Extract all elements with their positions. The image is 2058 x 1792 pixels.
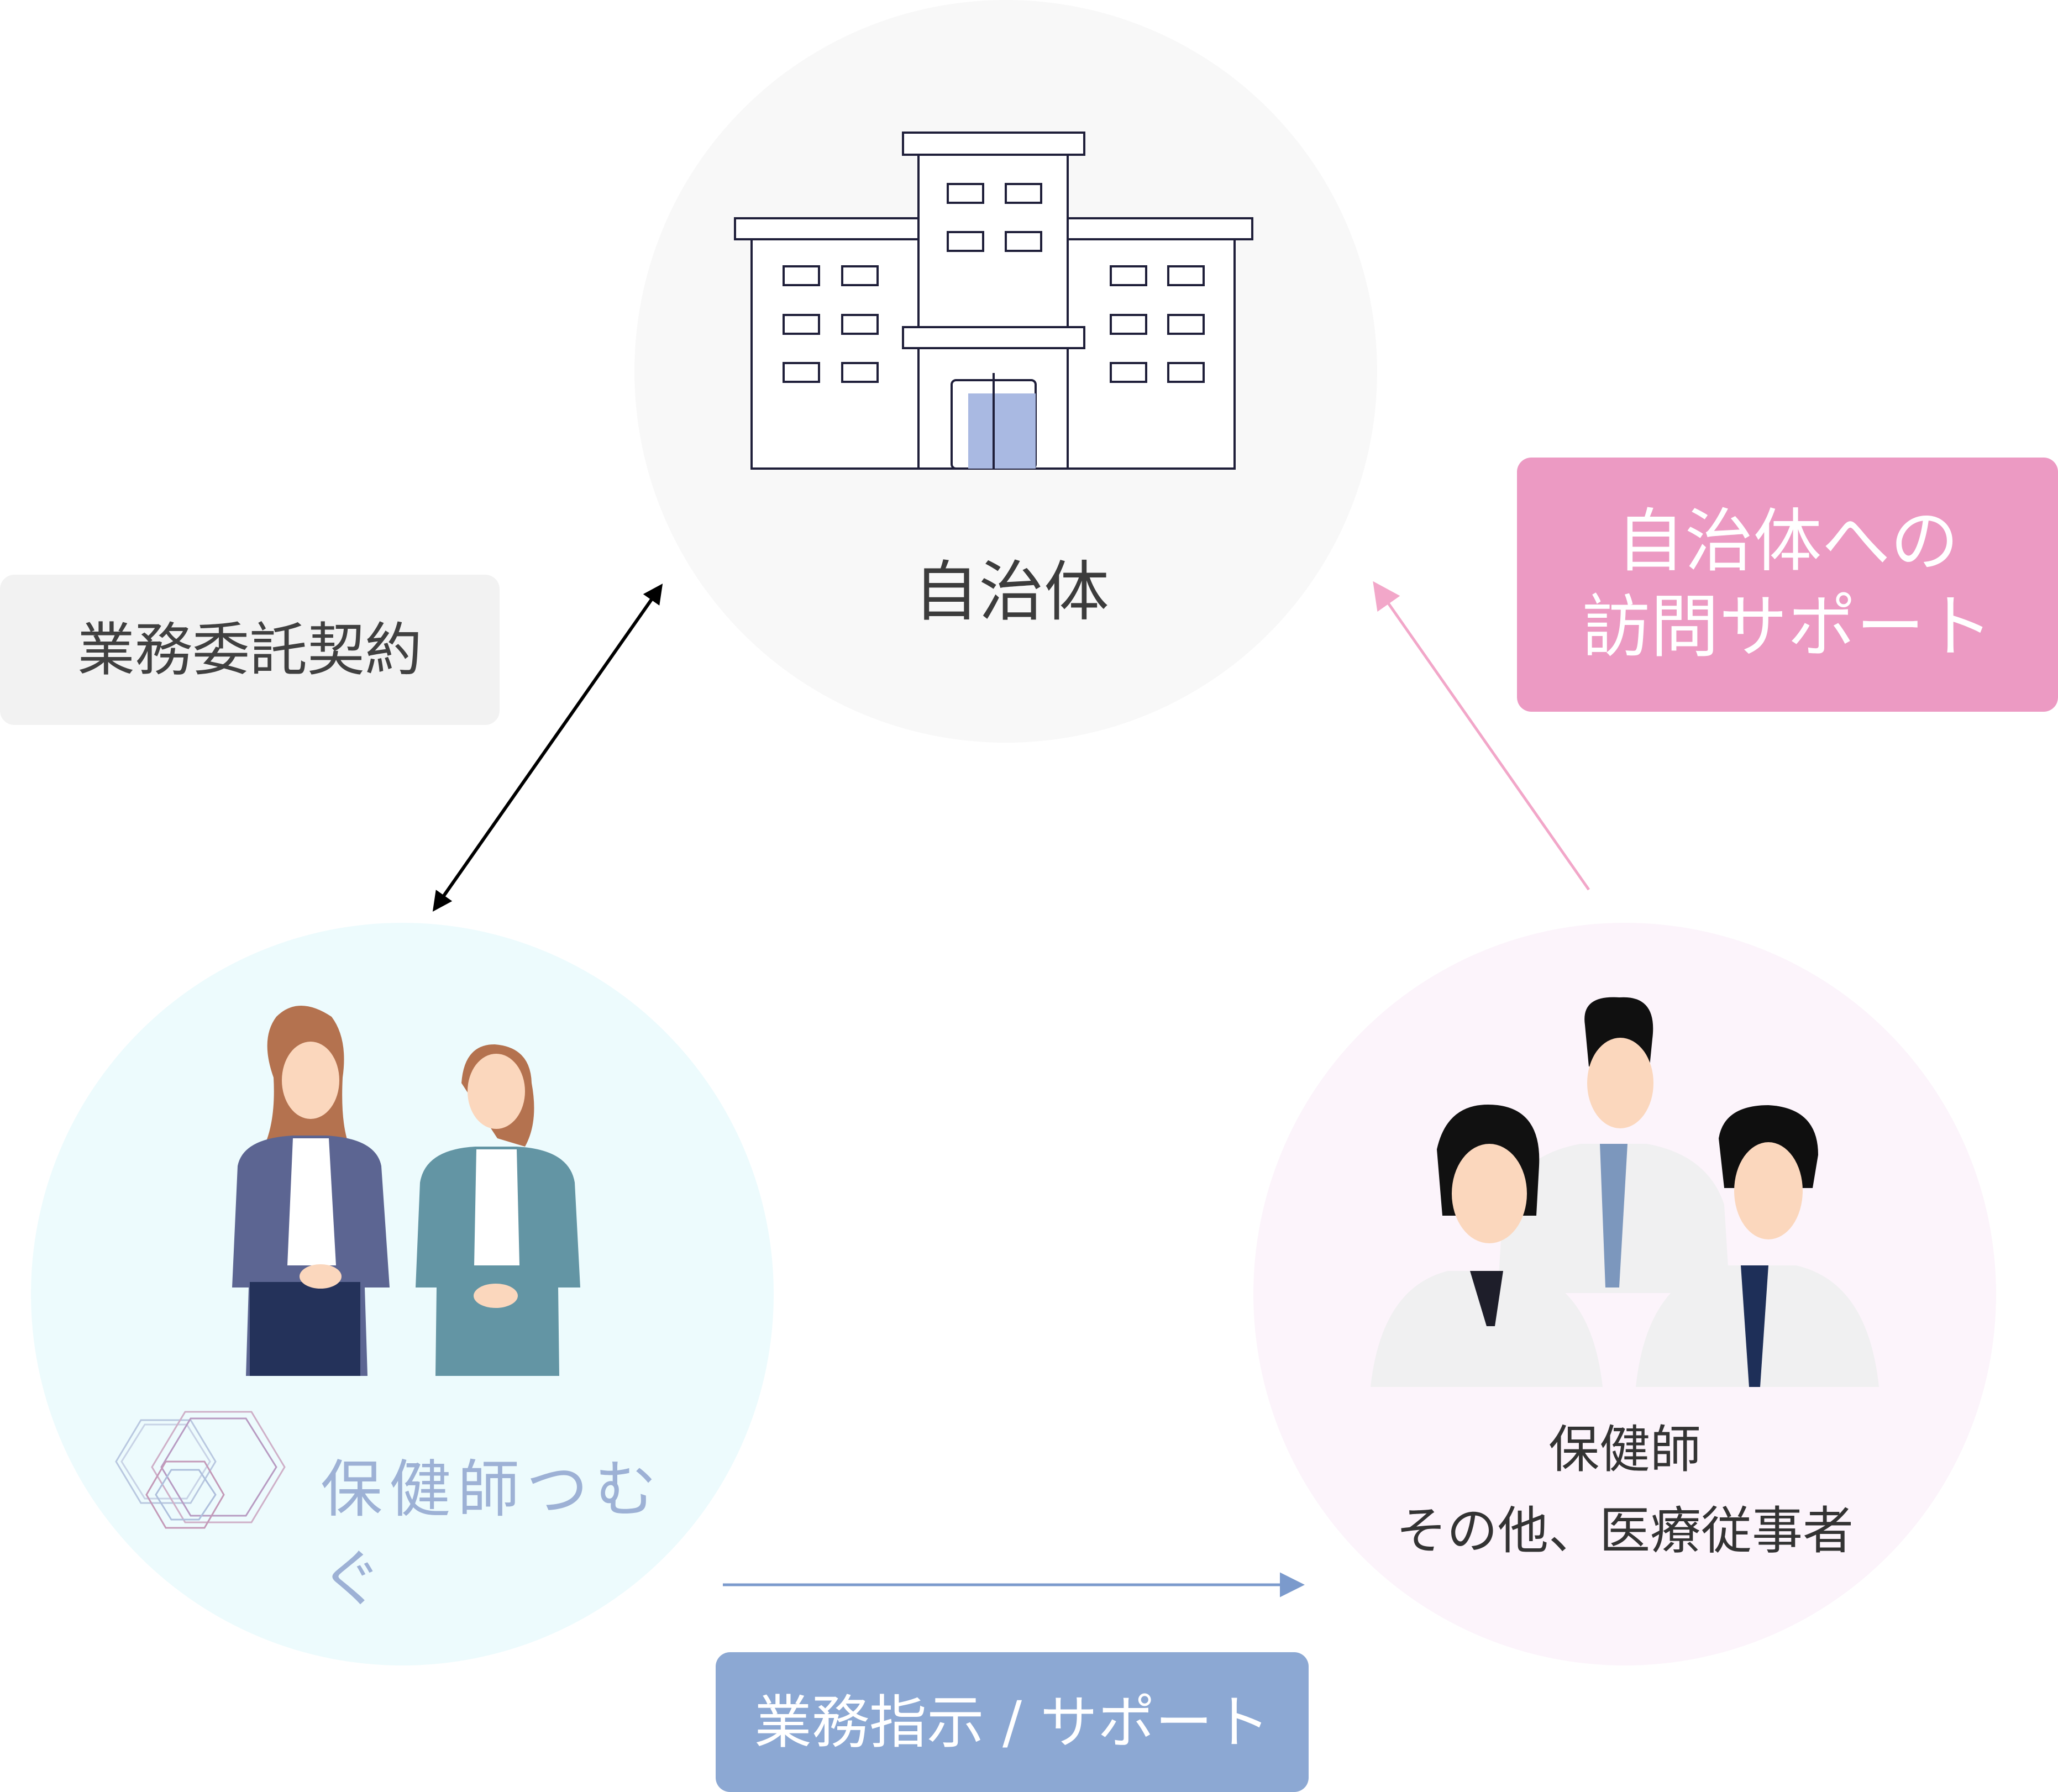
contract-arrow (432, 584, 663, 912)
municipality-label: 自治体 (913, 554, 1109, 630)
medical-staff-icon (1371, 997, 1879, 1387)
instruction-label: 業務指示 / サポート (754, 1688, 1271, 1756)
visit-support-label-line2: 訪問サポート (1582, 587, 1993, 667)
tsumugu-circle (31, 923, 774, 1665)
two-women-icon (232, 1006, 580, 1376)
tsumugu-brand-name: 保健師つむぐ (321, 1454, 663, 1615)
staff-circle (1253, 923, 1996, 1665)
contract-label-box: 業務委託契約 (0, 575, 500, 725)
contract-label: 業務委託契約 (77, 616, 422, 684)
visit-support-label-line1: 自治体への (1616, 502, 1959, 581)
staff-label-line1: 保健師 (1548, 1420, 1701, 1479)
staff-label: 保健師 その他、医療従事者 (1343, 1409, 1907, 1572)
building-icon (734, 132, 1253, 470)
visit-support-label-box: 自治体への 訪問サポート (1517, 458, 2058, 712)
tsumugu-hexagon-logo-icon (115, 1411, 286, 1529)
visit-support-arrow (1373, 581, 1590, 891)
instruction-label-box: 業務指示 / サポート (716, 1652, 1309, 1792)
staff-label-line2: その他、医療従事者 (1395, 1501, 1854, 1561)
